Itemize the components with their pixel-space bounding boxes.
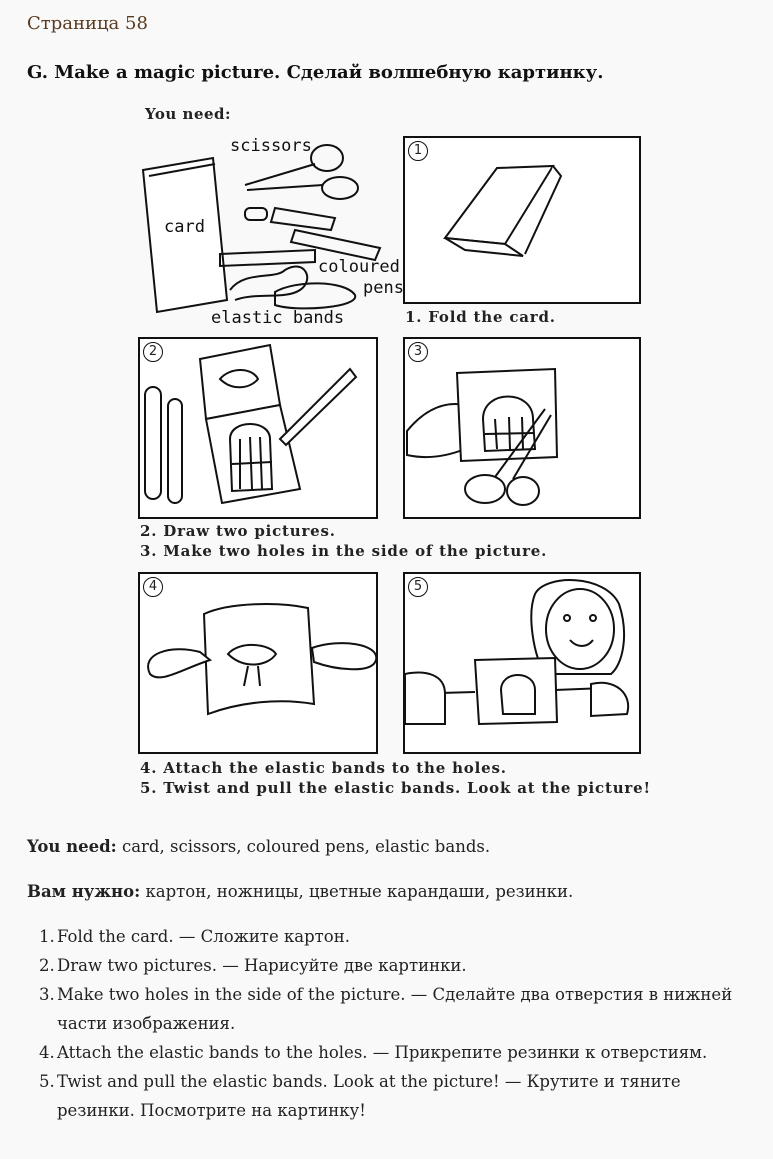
step-item-2: Draw two pictures. — Нарисуйте две карти…	[57, 951, 757, 980]
girl-twisting-sketch	[405, 574, 639, 752]
label-elastic-bands: elastic bands	[211, 308, 344, 328]
vam-nuzhno-line: Вам нужно: картон, ножницы, цветные кара…	[27, 877, 757, 906]
vam-nuzhno-label: Вам нужно:	[27, 882, 140, 901]
step-item-4: Attach the elastic bands to the holes. —…	[57, 1038, 757, 1067]
panel-number-2: 2	[143, 342, 163, 362]
folded-card-sketch	[405, 138, 639, 302]
caption-step-2: 2. Draw two pictures.	[140, 522, 336, 540]
caption-step-4: 4. Attach the elastic bands to the holes…	[140, 759, 507, 777]
step-item-3: Make two holes in the side of the pictur…	[57, 980, 757, 1038]
caption-step-3: 3. Make two holes in the side of the pic…	[140, 542, 547, 560]
you-need-text: card, scissors, coloured pens, elastic b…	[117, 837, 490, 856]
you-need-line: You need: card, scissors, coloured pens,…	[27, 832, 757, 861]
panel-number-4: 4	[143, 577, 163, 597]
you-need-label: You need:	[27, 837, 117, 856]
caption-step-5: 5. Twist and pull the elastic bands. Loo…	[140, 779, 651, 797]
supplies-drawing: scissors card coloured pens elastic band…	[135, 130, 405, 330]
exercise-heading: G. Make a magic picture. Сделай волшебну…	[27, 62, 603, 83]
vam-nuzhno-text: картон, ножницы, цветные карандаши, рези…	[140, 882, 573, 901]
step-text-1: Fold the card. — Сложите картон.	[57, 927, 350, 946]
step-item-5: Twist and pull the elastic bands. Look a…	[57, 1067, 757, 1125]
step-text-3: Make two holes in the side of the pictur…	[57, 985, 732, 1033]
making-holes-sketch	[405, 339, 639, 517]
panel-2: 2	[138, 337, 378, 519]
label-card: card	[164, 217, 205, 237]
label-pens: pens	[363, 278, 404, 298]
panel-number-1: 1	[408, 141, 428, 161]
page-number: Страница 58	[27, 13, 148, 34]
step-item-1: Fold the card. — Сложите картон.	[57, 922, 757, 951]
step-text-2: Draw two pictures. — Нарисуйте две карти…	[57, 956, 467, 975]
instructions-text: You need: card, scissors, coloured pens,…	[27, 832, 757, 1125]
panel-number-5: 5	[408, 577, 428, 597]
panel-number-3: 3	[408, 342, 428, 362]
panel-1: 1	[403, 136, 641, 304]
panel-4: 4	[138, 572, 378, 754]
label-coloured: coloured	[318, 257, 400, 277]
caption-step-1: 1. Fold the card.	[405, 308, 556, 326]
attaching-bands-sketch	[140, 574, 376, 752]
label-scissors: scissors	[230, 136, 312, 156]
panel-5: 5	[403, 572, 641, 754]
panel-3: 3	[403, 337, 641, 519]
step-text-5: Twist and pull the elastic bands. Look a…	[57, 1072, 681, 1120]
steps-list: Fold the card. — Сложите картон. Draw tw…	[27, 922, 757, 1125]
instruction-illustration: You need: scissors card	[130, 100, 650, 805]
drawing-pictures-sketch	[140, 339, 376, 517]
you-need-illustration-label: You need:	[145, 105, 231, 123]
step-text-4: Attach the elastic bands to the holes. —…	[57, 1043, 707, 1062]
